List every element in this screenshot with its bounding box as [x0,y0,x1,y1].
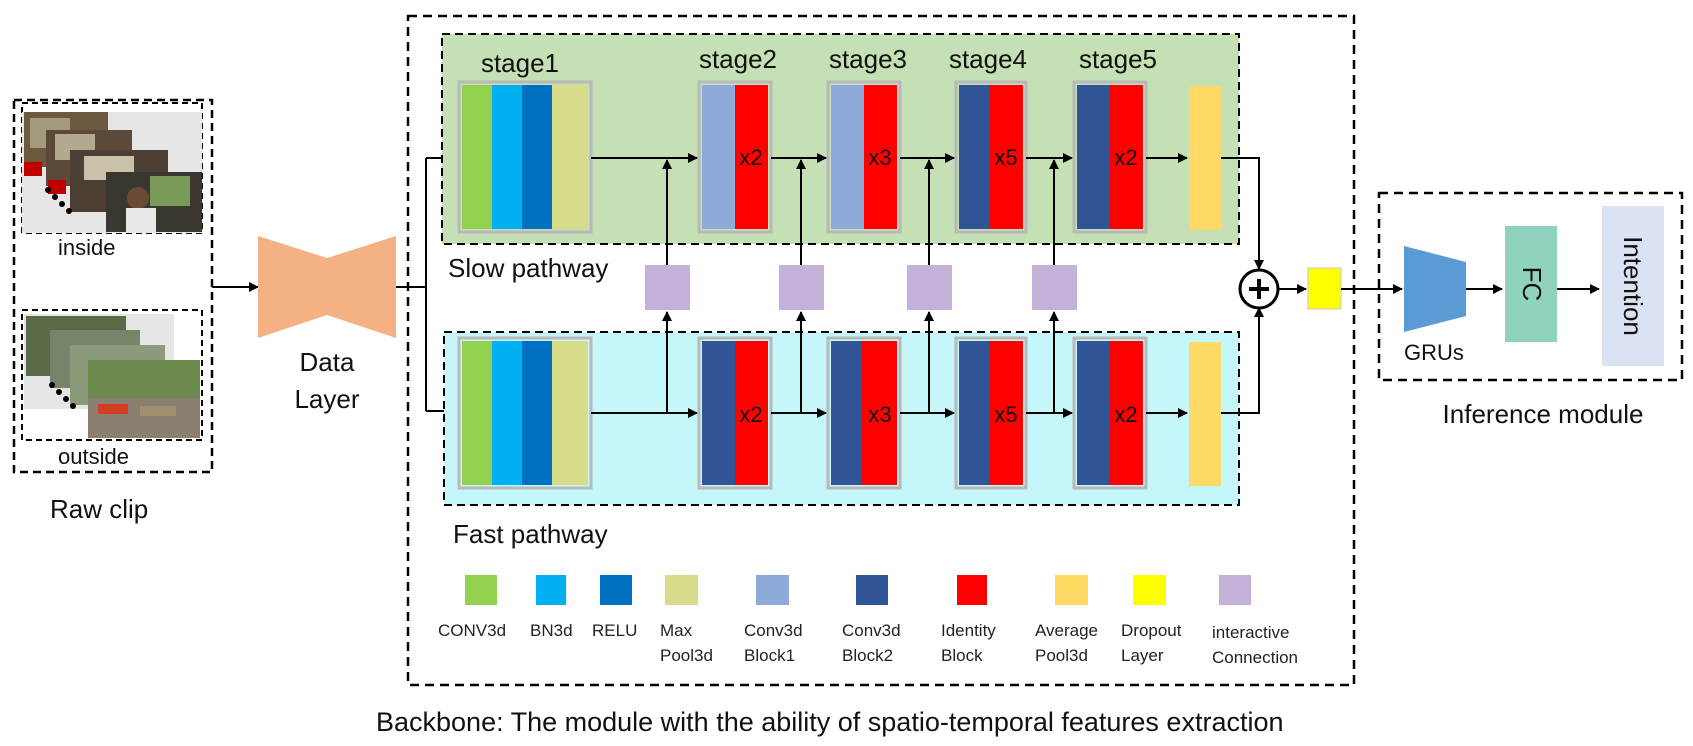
slow-stage3-multiplier: x3 [868,145,891,170]
data-to-slow-line [396,158,427,288]
legend-label-avgpool-1: Average [1035,621,1098,640]
legend-swatch-identity [957,575,987,605]
fast-avgpool-block [1189,342,1221,486]
inference-title: Inference module [1443,399,1644,429]
slow-stage2-block [697,80,773,234]
stage3-label: stage3 [829,44,907,74]
slow-avgpool-block [1189,86,1221,230]
legend-swatch-avgpool [1055,575,1088,605]
stage5-label: stage5 [1079,44,1157,74]
legend-label-relu: RELU [592,621,637,640]
legend-swatch-maxpool [665,575,698,605]
grus-label: GRUs [1404,340,1464,365]
inside-label: inside [58,235,115,260]
fast-stage5-block [1072,336,1148,490]
legend-swatch-bn3d [536,575,566,605]
lateral-connection-1 [645,159,690,413]
intention-label: Intention [1618,236,1648,336]
data-layer-right-shape [327,236,396,338]
legend-label-maxpool-2: Pool3d [660,646,713,665]
outside-frames-image [21,309,203,441]
lateral-connection-4 [1032,159,1077,413]
inference-border [1377,191,1684,382]
legend-label-block1-2: Block1 [744,646,795,665]
slow-stage5-block [1072,80,1148,234]
fc-label: FC [1517,267,1547,302]
legend-label-conv3d: CONV3d [438,621,506,640]
fast-stage3-multiplier: x3 [868,402,891,427]
backbone-border [406,14,1356,687]
fast-stage2-multiplier: x2 [739,402,762,427]
legend-label-block2-1: Conv3d [842,621,901,640]
fast-stage3-block [826,336,902,490]
intention-block [1602,206,1664,366]
inside-frames-image [21,102,203,234]
fc-block [1505,226,1557,342]
legend-label-interactive-2: Connection [1212,648,1298,667]
legend-label-dropout-1: Dropout [1121,621,1182,640]
backbone-caption: Backbone: The module with the ability of… [376,707,1284,737]
raw-clip-title: Raw clip [50,494,148,524]
legend-swatch-interactive [1219,575,1251,605]
legend-swatch-conv3d-block2 [856,575,888,605]
stage2-label: stage2 [699,44,777,74]
legend: CONV3d BN3d RELU Max Pool3d Conv3d Block… [438,575,1298,667]
raw-clip-group: inside outside Raw clip [12,98,214,524]
slow-stage4-multiplier: x5 [994,145,1017,170]
legend-label-identity-2: Block [941,646,983,665]
slow-stage5-multiplier: x2 [1114,145,1137,170]
outside-label: outside [58,444,129,469]
fast-stage4-block [954,336,1028,490]
legend-label-maxpool-1: Max [660,621,693,640]
legend-label-block1-1: Conv3d [744,621,803,640]
data-layer-line1: Data [300,347,355,377]
slow-stage4-block [954,80,1028,234]
legend-swatch-conv3d-block1 [756,575,789,605]
stage1-label: stage1 [481,48,559,78]
slow-pathway-label: Slow pathway [448,253,608,283]
legend-label-interactive-1: interactive [1212,623,1289,642]
legend-label-bn3d: BN3d [530,621,573,640]
fast-to-fuse-arrow [1221,307,1264,414]
legend-swatch-conv3d [465,575,497,605]
fast-pathway-label: Fast pathway [453,519,608,549]
legend-label-avgpool-2: Pool3d [1035,646,1088,665]
lateral-connection-3 [907,159,952,413]
dropout-block [1307,267,1342,310]
legend-swatch-dropout [1133,575,1166,605]
slow-stage2-multiplier: x2 [739,145,762,170]
legend-swatch-relu [600,575,632,605]
grus-shape [1404,246,1466,332]
lateral-connection-2 [779,159,824,413]
fast-stage1-block [457,336,593,490]
legend-label-dropout-2: Layer [1121,646,1164,665]
data-layer-left-shape [258,236,327,338]
slow-stage1-block [457,80,593,234]
stage4-label: stage4 [949,44,1027,74]
fast-stage2-block [697,336,773,490]
legend-label-identity-1: Identity [941,621,996,640]
fast-stage4-multiplier: x5 [994,402,1017,427]
slow-to-fuse-arrow [1221,157,1264,270]
legend-label-block2-2: Block2 [842,646,893,665]
fast-stage5-multiplier: x2 [1114,402,1137,427]
data-layer-line2: Layer [294,384,359,414]
